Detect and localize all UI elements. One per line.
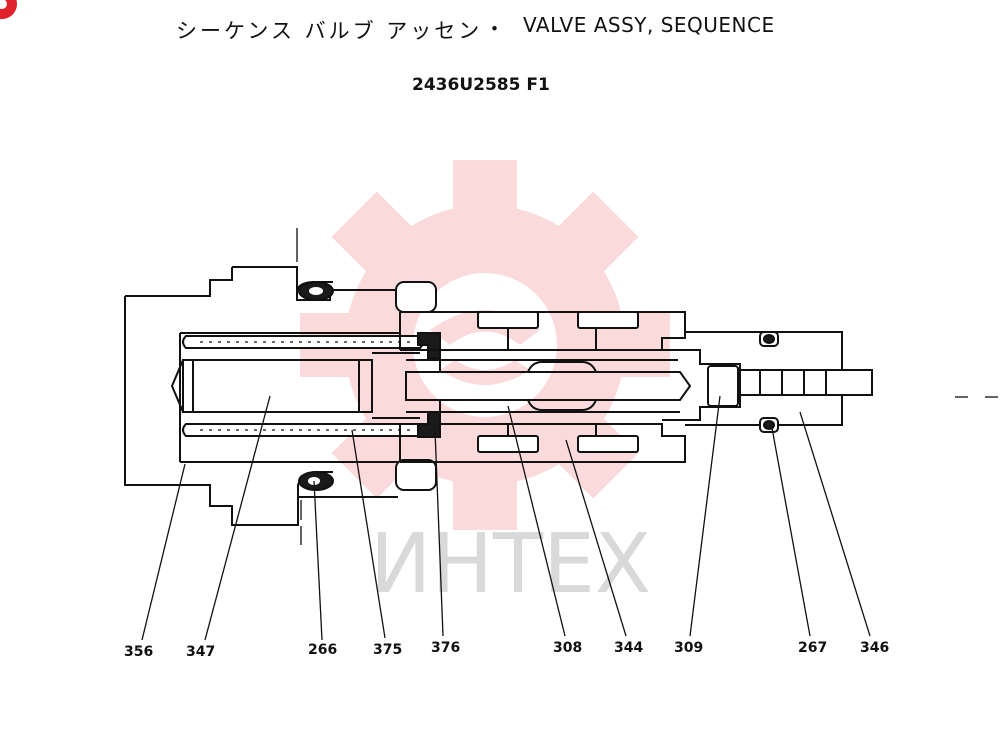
title-separator: ・ xyxy=(484,17,508,41)
part-number: 2436U2585 F1 xyxy=(412,75,550,95)
callout-376: 376 xyxy=(431,640,460,656)
callout-308: 308 xyxy=(553,640,582,656)
callout-344: 344 xyxy=(614,640,643,656)
plug-309 xyxy=(707,365,739,407)
title-english: VALVE ASSY, SEQUENCE xyxy=(523,13,775,37)
title-japanese: シーケンス バルブ アッセン xyxy=(176,19,482,43)
callout-266: 266 xyxy=(308,642,337,658)
valve-assembly-drawing: 356 347 266 375 376 308 344 309 267 346 xyxy=(124,228,998,660)
callout-309: 309 xyxy=(674,640,703,656)
leader-lines xyxy=(141,395,871,641)
corner-badge-icon xyxy=(0,0,17,19)
seal-376-top xyxy=(417,332,441,359)
watermark-text: ИНТЕХ xyxy=(370,517,651,612)
callout-356: 356 xyxy=(124,644,153,660)
callout-267: 267 xyxy=(798,640,827,656)
callout-375: 375 xyxy=(373,642,402,658)
callout-347: 347 xyxy=(186,644,215,660)
spool-308 xyxy=(405,371,692,401)
piston-347 xyxy=(182,359,373,413)
callout-346: 346 xyxy=(860,640,889,656)
